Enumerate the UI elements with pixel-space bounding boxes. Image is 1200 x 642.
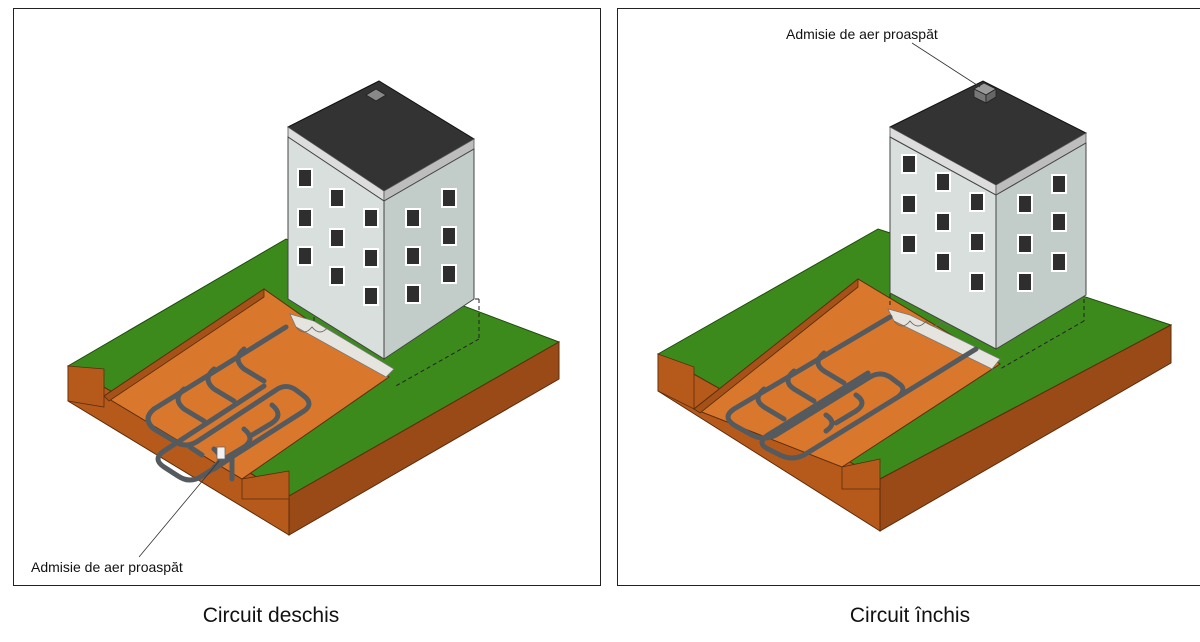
building-icon [287, 80, 475, 360]
fresh-air-intake-label: Admisie de aer proaspăt [31, 559, 183, 575]
fresh-air-intake-icon [973, 82, 997, 104]
panel-closed-circuit: Admisie de aer proaspăt [617, 8, 1200, 586]
label-leader-line [138, 460, 220, 558]
fresh-air-intake-label: Admisie de aer proaspăt [786, 26, 938, 42]
open-circuit-diagram: Admisie de aer proaspăt [31, 80, 561, 575]
closed-circuit-diagram: Admisie de aer proaspăt [656, 26, 1173, 532]
label-leader-line [911, 42, 981, 88]
building-icon [888, 80, 1088, 350]
panel-open-circuit: Admisie de aer proaspăt [13, 8, 601, 586]
fresh-air-intake-icon [216, 446, 226, 460]
caption-open-circuit: Circuit deschis [202, 604, 340, 627]
caption-closed-circuit: Circuit închis [849, 604, 971, 627]
ground-pipe-icon [725, 314, 979, 461]
